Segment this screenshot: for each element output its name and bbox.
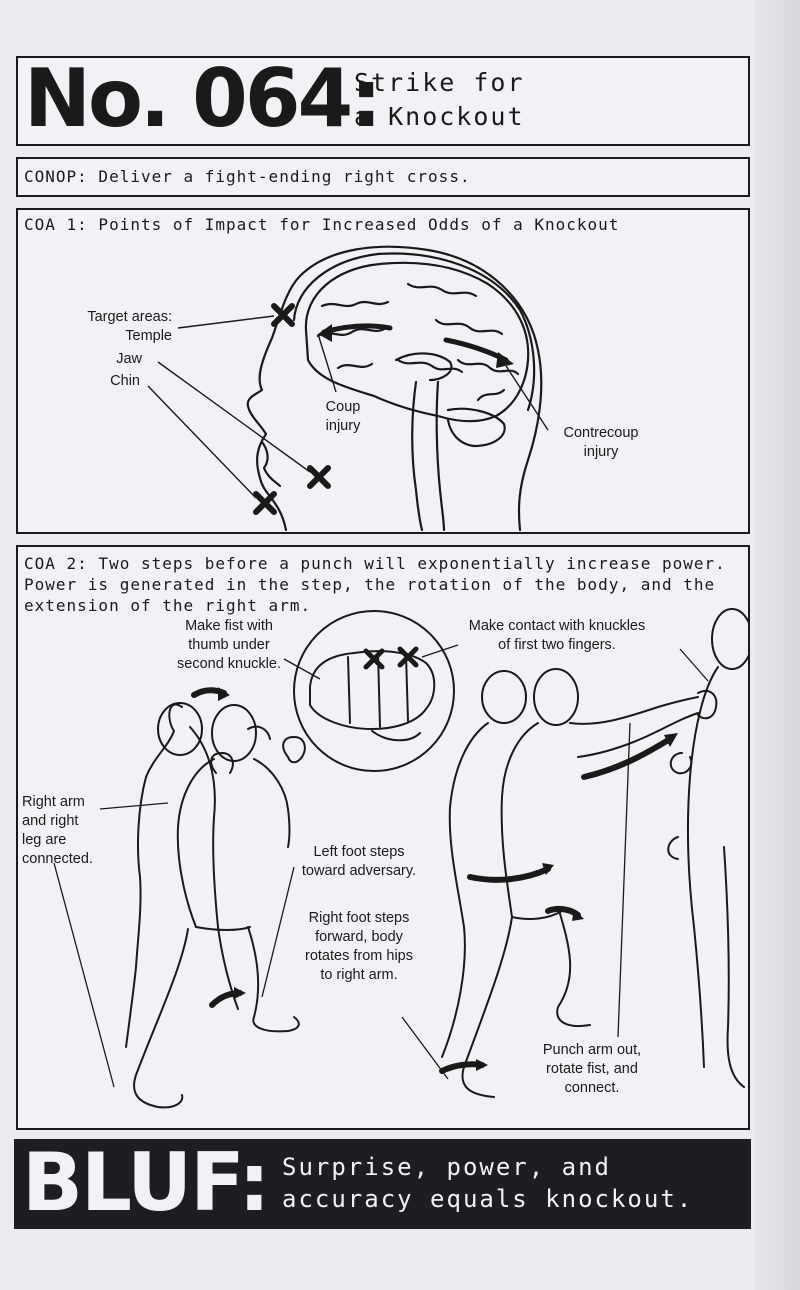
punch-sequence-illustration (53, 608, 748, 1109)
temple-label: Temple (125, 328, 172, 344)
bluf-box: BLUF: Surprise, power, and accuracy equa… (14, 1136, 751, 1229)
entry-number: No. 064: (24, 52, 382, 145)
title-box: No. 064: Strike for a Knockout (16, 52, 750, 146)
make-contact-label: Make contact with knuckles of first two … (468, 618, 646, 653)
conop-text: CONOP: Deliver a fight-ending right cros… (24, 167, 471, 186)
contrecoup-injury-label: Contrecoup injury (563, 425, 639, 460)
coup-injury-label: Coup injury (325, 399, 361, 434)
bluf-text: Surprise, power, and accuracy equals kno… (282, 1153, 694, 1213)
entry-title: Strike for a Knockout (354, 68, 525, 131)
right-arm-label: Right arm and right leg are connected. (22, 794, 93, 867)
make-fist-label: Make fist with thumb under second knuckl… (177, 618, 281, 672)
conop-box: CONOP: Deliver a fight-ending right cros… (16, 157, 750, 197)
punch-arm-label: Punch arm out, rotate fist, and connect. (542, 1042, 642, 1096)
coa2-box: COA 2: Two steps before a punch will exp… (16, 545, 750, 1130)
page-edge (754, 0, 800, 1290)
bluf-label: BLUF: (22, 1136, 270, 1229)
coa2-text: COA 2: Two steps before a punch will exp… (24, 554, 726, 615)
chin-label: Chin (110, 373, 140, 389)
coa1-title: COA 1: Points of Impact for Increased Od… (24, 215, 620, 234)
jaw-label: Jaw (116, 351, 142, 367)
left-foot-label: Left foot steps toward adversary. (301, 844, 417, 879)
brain-head-illustration (147, 245, 549, 532)
label-target-areas: Target areas: Temple (62, 308, 172, 346)
target-areas-label: Target areas: (87, 309, 172, 325)
coa1-box: COA 1: Points of Impact for Increased Od… (16, 208, 750, 534)
right-foot-label: Right foot steps forward, body rotates f… (305, 910, 413, 983)
